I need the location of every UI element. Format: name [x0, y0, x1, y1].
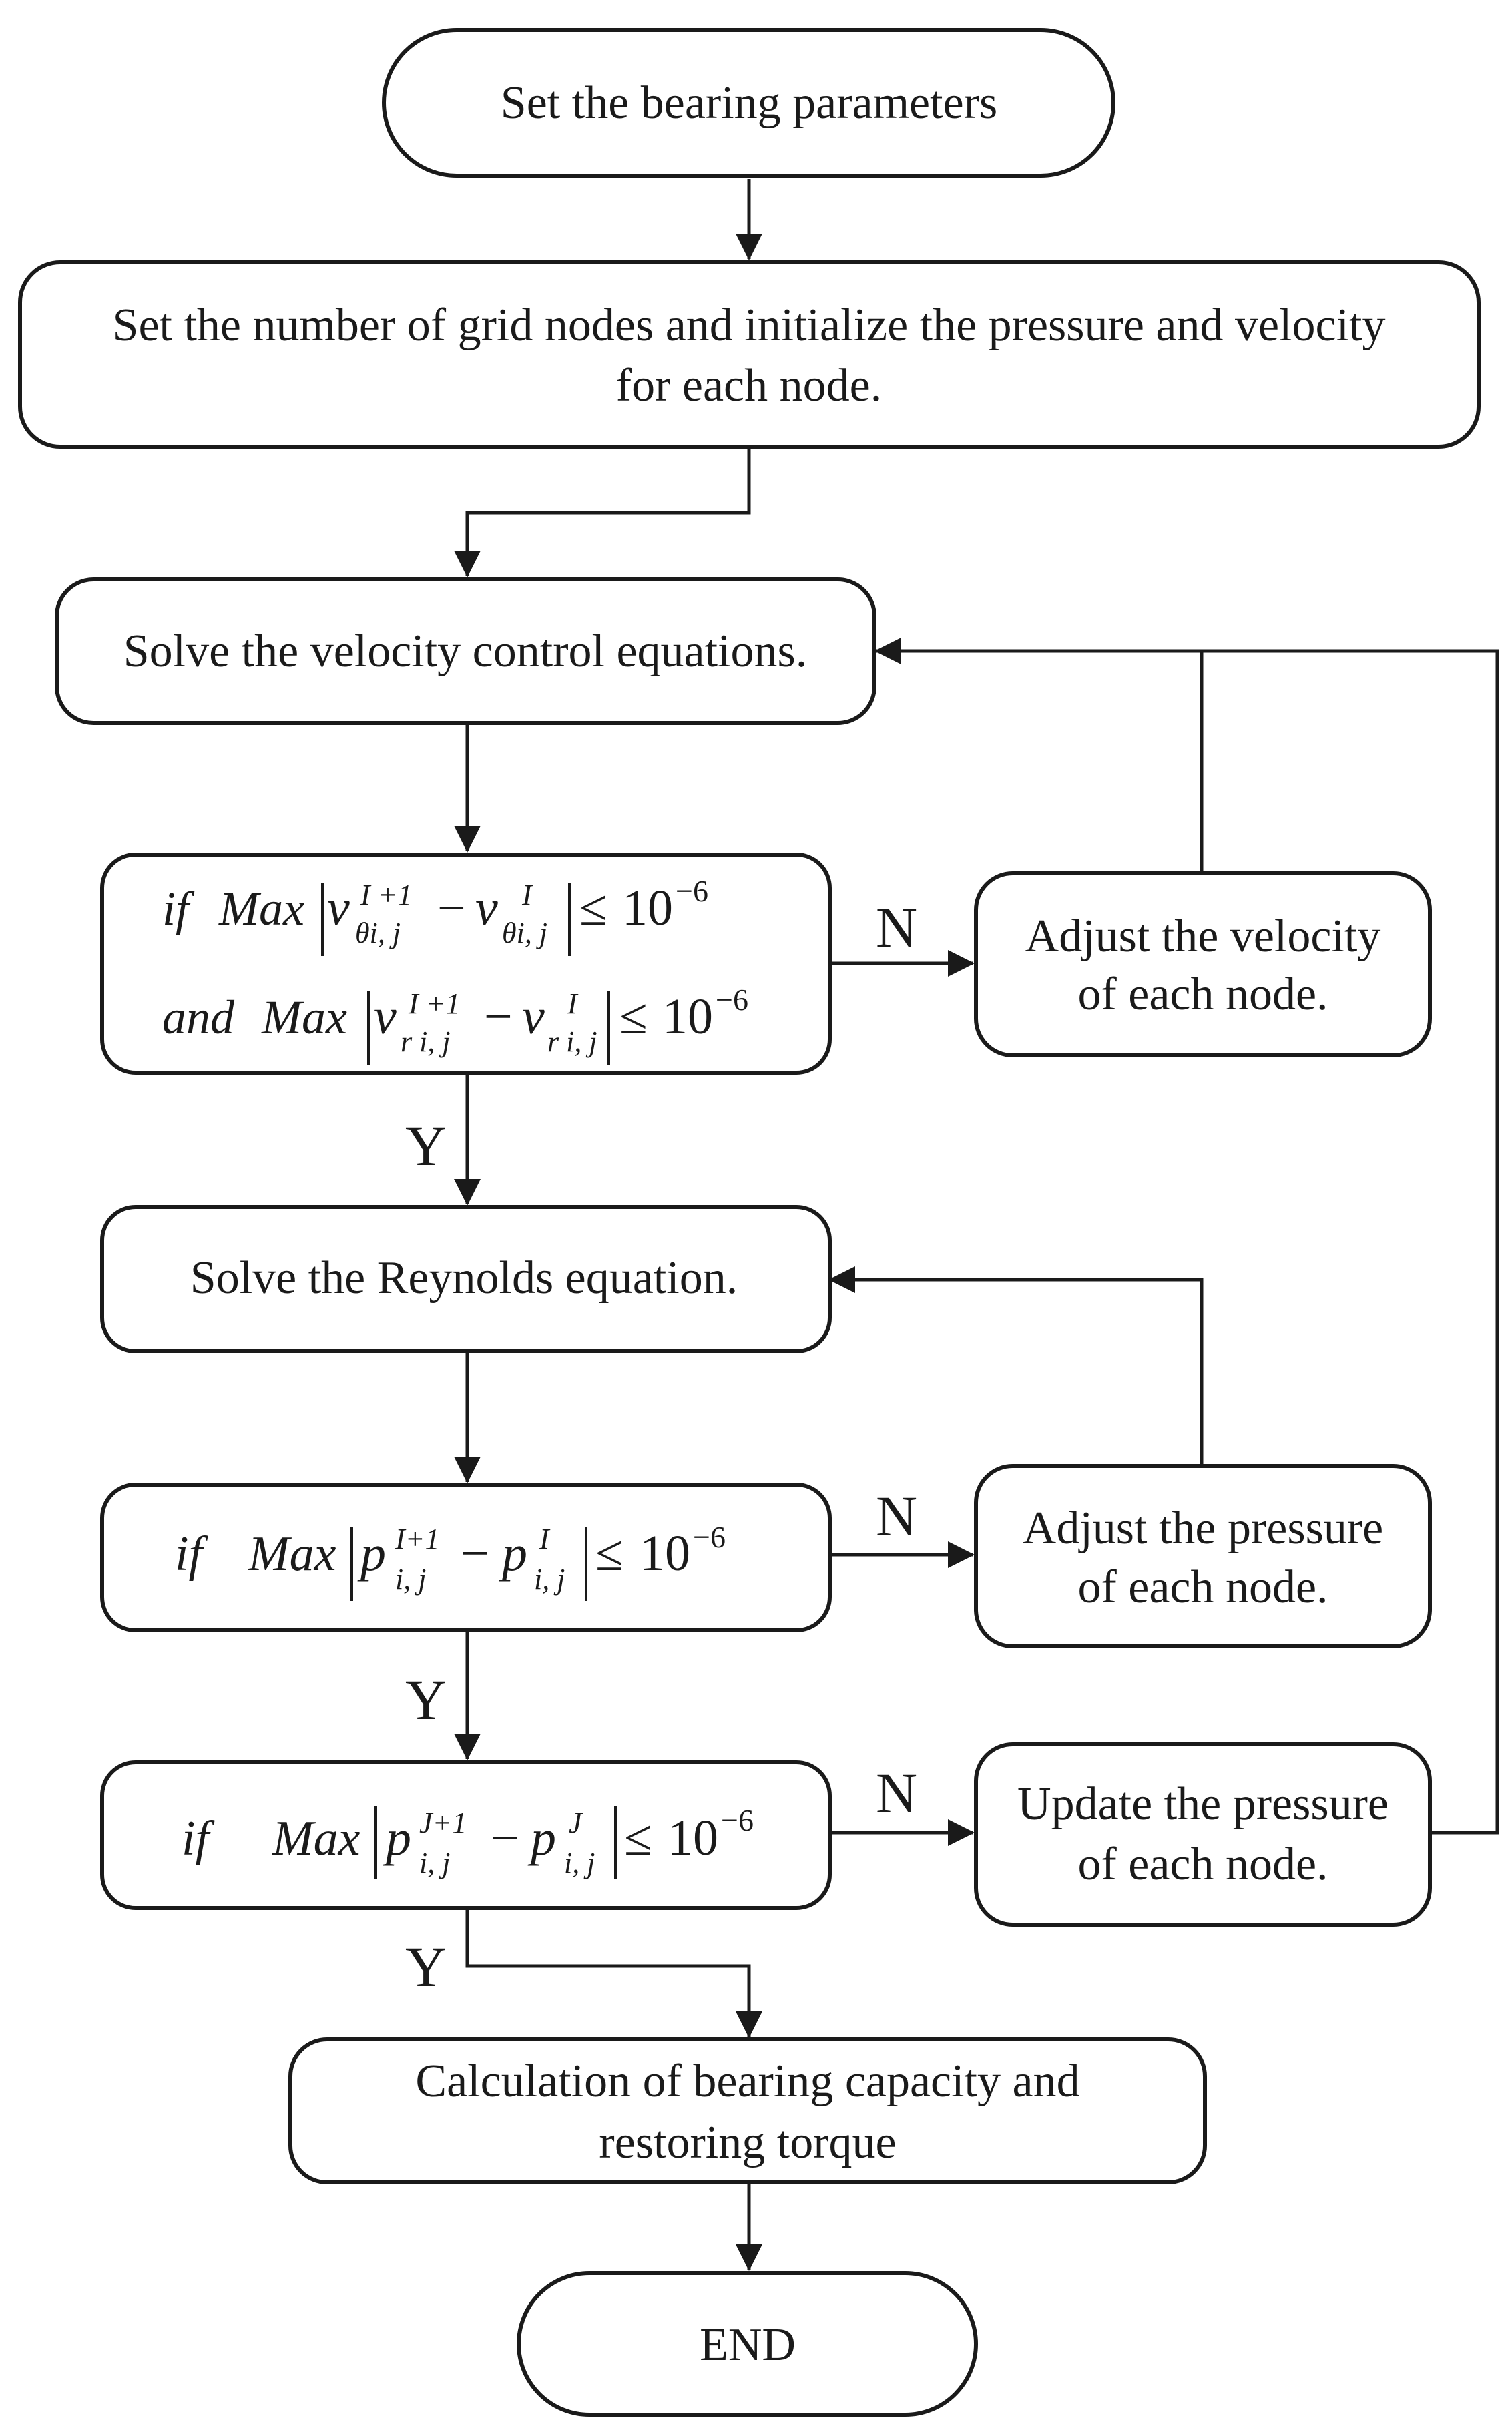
- solve-reynolds-label: Solve the Reynolds equation.: [190, 1252, 738, 1304]
- arrow-update-pressure-loop: [874, 638, 1499, 1835]
- velocity-leq-1: ≤: [579, 880, 607, 936]
- solve-reynolds-process: Solve the Reynolds equation.: [100, 1205, 832, 1353]
- solve-velocity-process: Solve the velocity control equations.: [55, 577, 876, 725]
- velocity-theta-var-cur: v: [475, 880, 498, 936]
- outer-bound-exp: −6: [721, 1803, 754, 1837]
- outer-sup-next: J+1: [419, 1806, 467, 1839]
- outer-sup-cur: J: [569, 1806, 583, 1839]
- label-yes-outer: Y: [405, 1935, 447, 1999]
- velocity-r-var-cur: v: [522, 989, 545, 1045]
- init-label-line2: for each node.: [616, 360, 882, 411]
- label-yes-pressure: Y: [405, 1668, 447, 1732]
- outer-cond-max: Max: [272, 1811, 360, 1866]
- arrow-adjust-pressure-loop: [828, 1266, 1204, 1464]
- velocity-r-sub-cur: r i, j: [547, 1025, 597, 1058]
- velocity-theta-sup-next: I +1: [360, 879, 412, 911]
- velocity-leq-2: ≤: [619, 989, 648, 1045]
- velocity-r-var-next: v: [374, 989, 397, 1045]
- end-terminator: END: [517, 2271, 978, 2417]
- outer-minus: −: [491, 1810, 519, 1866]
- adjust-velocity-label-line1: Adjust the velocity: [1025, 911, 1381, 962]
- outer-var-cur: p: [527, 1810, 556, 1866]
- pressure-minus: −: [461, 1525, 489, 1582]
- pressure-bound-exp: −6: [693, 1520, 726, 1554]
- init-process: Set the number of grid nodes and initial…: [18, 260, 1481, 449]
- arrow-adjust-velocity-loop: [874, 638, 1204, 871]
- label-no-pressure: N: [876, 1484, 917, 1548]
- velocity-bound-exp-1: −6: [676, 874, 708, 908]
- velocity-theta-sub-cur: θi, j: [502, 917, 547, 949]
- adjust-pressure-label-line2: of each node.: [1077, 1561, 1328, 1613]
- calculation-process: Calculation of bearing capacity and rest…: [288, 2037, 1207, 2184]
- label-no-velocity: N: [876, 895, 917, 959]
- velocity-minus-2: −: [484, 989, 513, 1045]
- velocity-bound-base-2: 10: [662, 989, 713, 1045]
- arrow-init-to-solve-velocity: [454, 449, 751, 577]
- pressure-convergence-check: if Max p I+1 i, j − p I i, j ≤ 10 −6: [100, 1483, 832, 1632]
- pressure-sub-cur: i, j: [534, 1563, 565, 1596]
- pressure-var-cur: p: [499, 1525, 527, 1582]
- calc-label-line1: Calculation of bearing capacity and: [415, 2055, 1079, 2107]
- velocity-theta-var-next: v: [327, 880, 350, 936]
- solve-velocity-label: Solve the velocity control equations.: [123, 626, 808, 677]
- velocity-cond-and: and: [162, 991, 235, 1044]
- outer-pressure-convergence-check: if Max p J+1 i, j − p J i, j ≤ 10 −6: [100, 1760, 832, 1910]
- velocity-r-sup-cur: I: [567, 987, 579, 1020]
- adjust-pressure-label-line1: Adjust the pressure: [1023, 1503, 1383, 1554]
- velocity-convergence-check: if Max v I +1 θi, j − v I θi, j ≤ 10 −6 …: [100, 853, 832, 1075]
- outer-leq: ≤: [624, 1810, 652, 1866]
- pressure-sub-next: i, j: [395, 1563, 426, 1596]
- adjust-velocity-label-line2: of each node.: [1077, 969, 1328, 1020]
- velocity-cond-max-2: Max: [261, 991, 347, 1044]
- pressure-sup-next: I+1: [395, 1523, 439, 1555]
- outer-bound-base: 10: [668, 1810, 718, 1866]
- pressure-var-next: p: [357, 1525, 386, 1582]
- outer-sub-cur: i, j: [564, 1847, 595, 1879]
- label-no-outer: N: [876, 1761, 917, 1825]
- update-pressure-label-line2: of each node.: [1077, 1839, 1328, 1890]
- velocity-cond-max-1: Max: [218, 882, 304, 935]
- pressure-leq: ≤: [595, 1525, 623, 1582]
- outer-sub-next: i, j: [419, 1847, 450, 1879]
- update-pressure-process: Update the pressure of each node.: [974, 1742, 1432, 1927]
- arrow-outer-check-yes: [465, 1909, 762, 2038]
- outer-var-next: p: [383, 1810, 411, 1866]
- velocity-r-sub-next: r i, j: [401, 1025, 451, 1058]
- pressure-bound-base: 10: [640, 1525, 690, 1582]
- end-label: END: [700, 2319, 796, 2371]
- update-pressure-label-line1: Update the pressure: [1017, 1778, 1389, 1830]
- velocity-r-sup-next: I +1: [408, 987, 460, 1020]
- adjust-pressure-process: Adjust the pressure of each node.: [974, 1464, 1432, 1648]
- velocity-theta-sub-next: θi, j: [355, 917, 401, 949]
- velocity-bound-base-1: 10: [622, 880, 673, 936]
- init-label-line1: Set the number of grid nodes and initial…: [113, 300, 1386, 351]
- velocity-minus-1: −: [437, 880, 466, 936]
- start-terminator: Set the bearing parameters: [382, 28, 1115, 178]
- adjust-velocity-process: Adjust the velocity of each node.: [974, 871, 1432, 1057]
- calc-label-line2: restoring torque: [599, 2117, 896, 2168]
- pressure-sup-cur: I: [539, 1523, 551, 1555]
- velocity-theta-sup-cur: I: [521, 879, 533, 911]
- start-label: Set the bearing parameters: [501, 77, 997, 129]
- connectors: [454, 179, 1499, 2271]
- label-yes-velocity: Y: [405, 1114, 447, 1178]
- pressure-cond-max: Max: [248, 1527, 336, 1582]
- velocity-bound-exp-2: −6: [716, 983, 748, 1017]
